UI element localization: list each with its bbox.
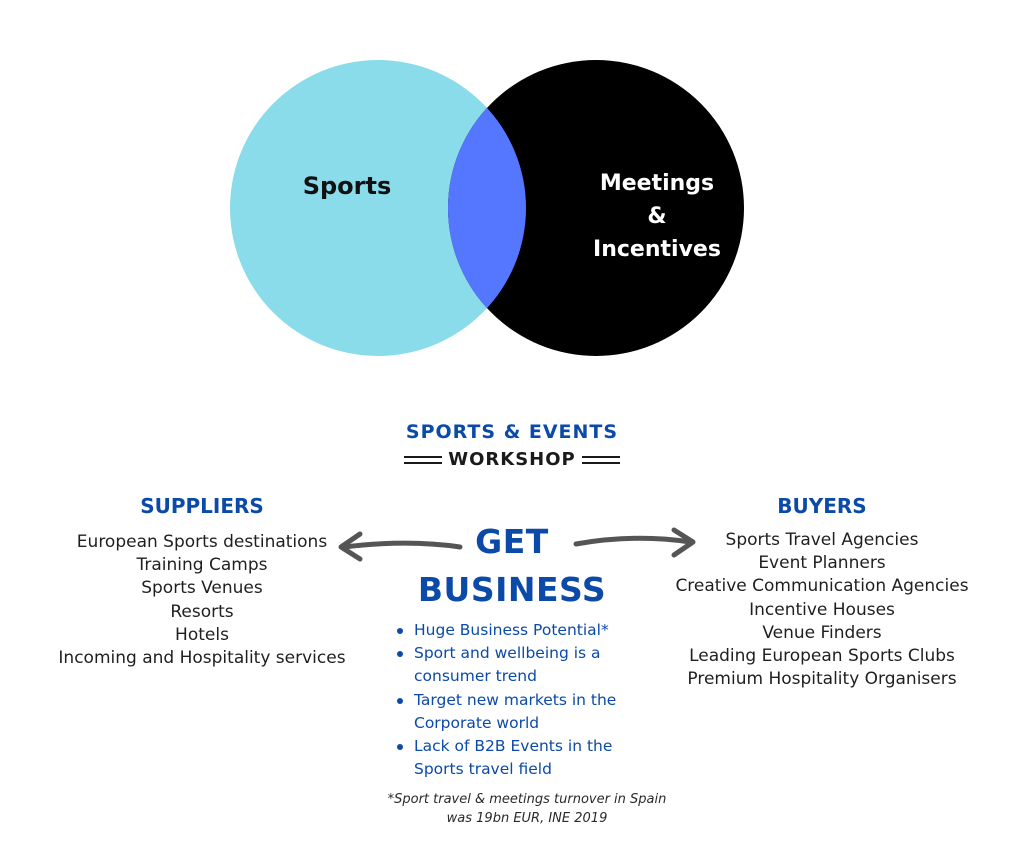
sports-circle [230, 60, 526, 356]
buyer-item: Event Planners [758, 553, 886, 574]
meetings-label: Meetings [600, 171, 714, 196]
venn-overlap [448, 60, 526, 356]
buyer-item: Venue Finders [762, 622, 882, 643]
incentives-label: Incentives [593, 237, 721, 262]
meetings-incentives-circle [448, 60, 744, 356]
buyer-item: Premium Hospitality Organisers [687, 669, 957, 690]
supplier-item: Sports Venues [141, 578, 263, 599]
benefit-item: Target new markets in the Corporate worl… [393, 689, 663, 735]
workshop-subtitle: WORKSHOP [362, 449, 662, 470]
supplier-item: Training Camps [136, 555, 268, 576]
supplier-item: Resorts [170, 601, 234, 622]
benefits-list: Huge Business Potential* Sport and wellb… [393, 619, 663, 781]
benefit-item: Lack of B2B Events in the Sports travel … [393, 735, 663, 781]
buyers-list: Sports Travel Agencies Event Planners Cr… [662, 529, 982, 691]
suppliers-title: SUPPLIERS [140, 494, 264, 518]
supplier-item: Hotels [175, 624, 229, 645]
event-title: SPORTS & EVENTS [405, 421, 619, 443]
benefit-item: Huge Business Potential* [393, 619, 663, 642]
buyer-item: Creative Communication Agencies [675, 576, 969, 597]
get-business-line-2: BUSINESS [417, 570, 607, 609]
left-double-rule [404, 455, 443, 464]
right-double-rule [581, 455, 620, 464]
get-business-title: GET BUSINESS [402, 518, 622, 614]
buyers-title: BUYERS [777, 494, 867, 518]
footnote: *Sport travel & meetings turnover in Spa… [387, 792, 667, 826]
workshop-text: WORKSHOP [448, 449, 576, 470]
buyer-item: Leading European Sports Clubs [689, 646, 955, 667]
buyer-item: Incentive Houses [749, 599, 895, 620]
get-business-line-1: GET [475, 522, 549, 561]
sports-label: Sports [303, 172, 392, 200]
suppliers-list: European Sports destinations Training Ca… [52, 531, 352, 670]
benefit-item: Sport and wellbeing is a consumer trend [393, 642, 663, 688]
ampersand-label: & [647, 204, 666, 229]
supplier-item: Incoming and Hospitality services [58, 648, 346, 669]
buyer-item: Sports Travel Agencies [725, 530, 919, 550]
supplier-item: European Sports destinations [76, 532, 328, 552]
